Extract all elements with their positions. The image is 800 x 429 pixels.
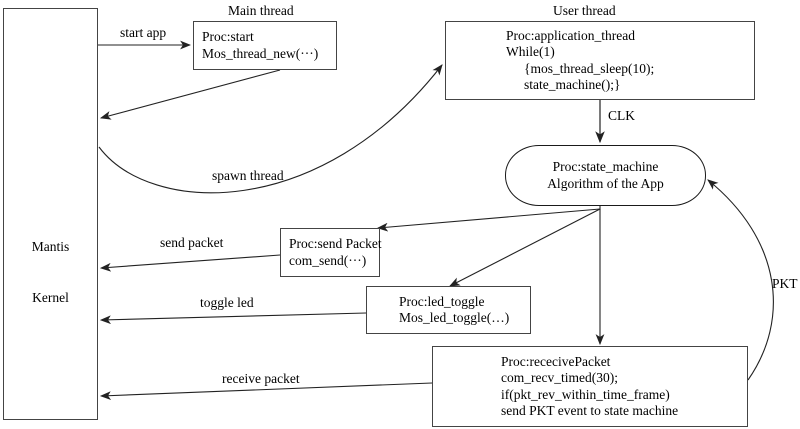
edge-to-led-toggle — [449, 208, 601, 287]
node-main-thread-proc[interactable]: Proc:start Mos_thread_new(···) — [193, 21, 337, 70]
led-toggle-line2: Mos_led_toggle(…) — [399, 310, 510, 325]
led-toggle-lines: Proc:led_toggle Mos_led_toggle(…) — [367, 287, 530, 333]
led-toggle-line1: Proc:led_toggle — [399, 293, 485, 309]
main-thread-proc-lines: Proc:start Mos_thread_new(···) — [194, 22, 336, 69]
edge-send-packet — [99, 254, 281, 272]
edge-label-pkt: PKT — [772, 276, 798, 291]
node-send-packet[interactable]: Proc:send Packet com_send(···) — [280, 228, 382, 277]
user-thread-proc-line2: While(1) — [506, 44, 555, 59]
user-thread-proc-line4: state_machine();} — [524, 77, 621, 92]
edge-main-thread-to-kernel — [99, 69, 281, 120]
receive-packet-line1: Proc:rececivePacket — [501, 353, 611, 369]
state-machine-line1: Proc:state_machine — [552, 159, 659, 174]
send-packet-lines: Proc:send Packet com_send(···) — [281, 229, 382, 276]
send-packet-line2: com_send(···) — [289, 252, 367, 268]
receive-packet-lines: Proc:rececivePacket com_recv_timed(30); … — [433, 347, 747, 426]
main-thread-proc-line1: Proc:start — [202, 29, 254, 44]
edge-label-toggle-led: toggle led — [200, 295, 254, 310]
caption-main-thread: Main thread — [228, 3, 294, 18]
receive-packet-line4: send PKT event to state machine — [501, 403, 679, 418]
node-user-thread-proc[interactable]: Proc:application_thread While(1) {mos_th… — [445, 21, 755, 100]
state-machine-lines: Proc:state_machine Algorithm of the App — [506, 146, 705, 205]
receive-packet-line3: if(pkt_rev_within_time_frame) — [501, 386, 670, 402]
node-receive-packet[interactable]: Proc:rececivePacket com_recv_timed(30); … — [432, 346, 748, 427]
mantis-kernel-label-line1: Mantis — [31, 239, 70, 254]
mantis-kernel-label: Mantis Kernel — [4, 204, 97, 340]
edge-label-send-packet: send packet — [160, 235, 224, 250]
mantis-kernel-label-line2: Kernel — [32, 290, 69, 305]
edge-label-receive-packet: receive packet — [222, 371, 300, 386]
edge-toggle-led — [99, 312, 367, 325]
receive-packet-line2: com_recv_timed(30); — [501, 370, 618, 385]
edge-spawn-thread — [98, 64, 443, 194]
node-led-toggle[interactable]: Proc:led_toggle Mos_led_toggle(…) — [366, 286, 531, 334]
edge-label-clk: CLK — [608, 108, 635, 123]
edge-label-spawn-thread: spawn thread — [212, 168, 284, 183]
send-packet-line1: Proc:send Packet — [289, 236, 382, 251]
state-machine-line2: Algorithm of the App — [547, 175, 664, 191]
user-thread-proc-line1: Proc:application_thread — [506, 27, 635, 43]
caption-user-thread: User thread — [553, 3, 616, 18]
edge-receive-packet — [99, 382, 433, 401]
edge-pkt — [707, 179, 774, 381]
user-thread-proc-lines: Proc:application_thread While(1) {mos_th… — [446, 22, 754, 99]
user-thread-proc-line3: {mos_thread_sleep(10); — [524, 60, 655, 76]
node-mantis-kernel[interactable]: Mantis Kernel — [3, 8, 98, 420]
main-thread-proc-line2: Mos_thread_new(···) — [202, 45, 319, 61]
edge-label-start-app: start app — [120, 25, 167, 40]
edge-to-send-packet — [376, 208, 601, 232]
node-state-machine[interactable]: Proc:state_machine Algorithm of the App — [505, 145, 706, 206]
